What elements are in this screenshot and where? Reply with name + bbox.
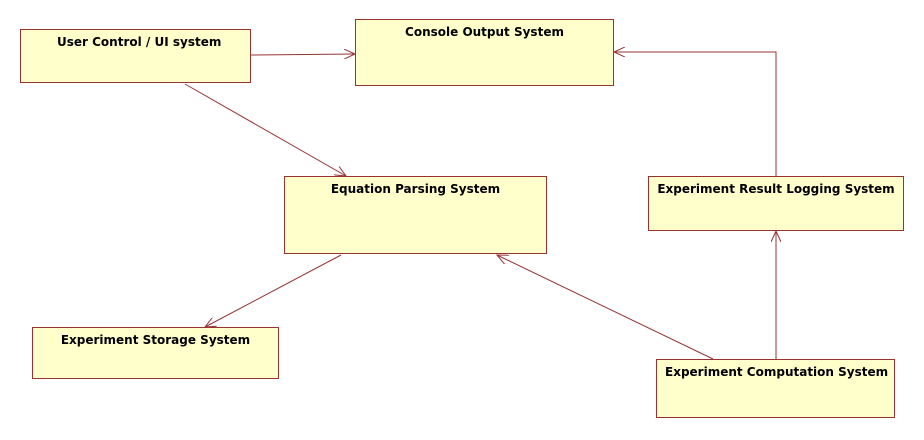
edge-compute-to-equation [497,255,714,360]
edge-logging-to-console [614,52,777,176]
edge-user-to-console [250,54,355,55]
experiment-computation-system-label: Experiment Computation System [665,365,889,379]
experiment-result-logging-system-label: Experiment Result Logging System [657,182,895,196]
user-control-ui-system-box[interactable]: User Control / UI system [20,29,251,83]
console-output-system-label: Console Output System [405,25,564,39]
experiment-computation-system-box[interactable]: Experiment Computation System [656,359,895,418]
experiment-result-logging-system-box[interactable]: Experiment Result Logging System [648,176,904,231]
equation-parsing-system-label: Equation Parsing System [330,182,501,196]
edge-user-to-equation [184,83,346,176]
console-output-system-box[interactable]: Console Output System [355,19,614,86]
experiment-storage-system-label: Experiment Storage System [60,333,251,347]
user-control-ui-system-label: User Control / UI system [57,35,222,49]
edge-equation-to-storage [205,254,342,327]
equation-parsing-system-box[interactable]: Equation Parsing System [284,176,547,254]
experiment-storage-system-box[interactable]: Experiment Storage System [32,327,279,379]
